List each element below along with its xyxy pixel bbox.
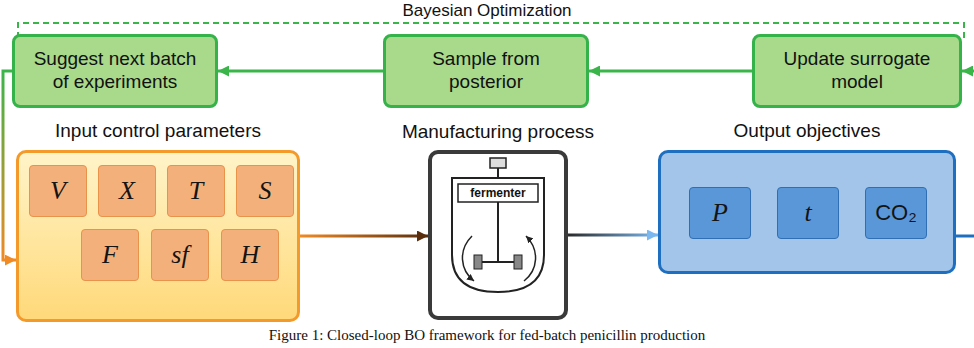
panel-heading: Manufacturing process	[402, 121, 594, 143]
step-label: Suggest next batch of experiments	[25, 48, 205, 94]
process-box: Suggest next batch of experiments	[12, 34, 218, 108]
panel-heading: Output objectives	[734, 120, 881, 142]
parameter-box: H	[221, 229, 279, 281]
process-panel: Manufacturing processfermenter	[428, 150, 568, 320]
variable-symbol: X	[119, 176, 135, 206]
variable-symbol: S	[259, 176, 272, 206]
variable-symbol: F	[102, 240, 118, 270]
objective-box: CO₂	[865, 187, 927, 239]
output-panel: Output objectivesPtCO₂	[658, 150, 956, 274]
variable-symbol: CO₂	[875, 200, 917, 226]
figure-caption: Figure 1: Closed-loop BO framework for f…	[0, 327, 974, 344]
parameter-box: T	[167, 165, 225, 217]
diagram-title: Bayesian Optimization	[0, 1, 974, 21]
variable-symbol: sf	[171, 240, 188, 270]
flow-arrow	[218, 70, 383, 73]
process-box: Sample from posterior	[383, 34, 589, 108]
flow-arrow	[568, 234, 658, 237]
flow-arrow	[300, 235, 428, 238]
variable-symbol: T	[189, 176, 203, 206]
variable-symbol: t	[804, 198, 811, 228]
process-box: Update surrogate model	[752, 34, 962, 108]
variable-symbol: P	[712, 198, 728, 228]
parameter-box: X	[98, 165, 156, 217]
parameter-box: S	[236, 165, 294, 217]
loop-in-stub	[962, 70, 974, 73]
loop-out-stub	[956, 235, 974, 238]
flow-arrow	[589, 70, 752, 73]
parameter-box: V	[29, 165, 87, 217]
variable-symbol: H	[241, 240, 260, 270]
objective-box: P	[689, 187, 751, 239]
tank-label: fermenter	[458, 184, 538, 202]
variable-symbol: V	[50, 176, 66, 206]
parameter-box: F	[81, 229, 139, 281]
panel-heading: Input control parameters	[55, 120, 261, 142]
step-label: Update surrogate model	[765, 48, 949, 94]
objective-box: t	[777, 187, 839, 239]
input-panel: Input control parametersVXTSFsfH	[16, 150, 300, 322]
parameter-box: sf	[151, 229, 209, 281]
step-label: Sample from posterior	[396, 48, 576, 94]
fermenter-illustration	[452, 158, 544, 292]
